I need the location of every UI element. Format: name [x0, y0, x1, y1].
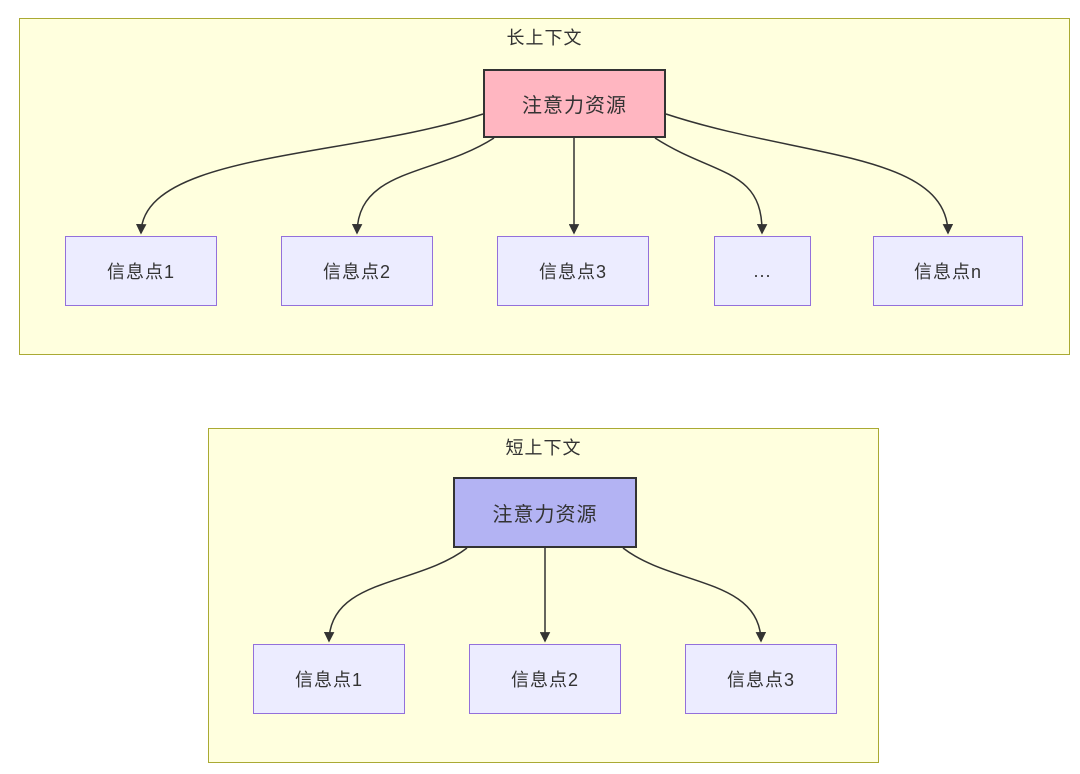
- info-node-long-1: 信息点1: [65, 236, 217, 306]
- info-node-short-1: 信息点1: [253, 644, 405, 714]
- info-node-short-3: 信息点3: [685, 644, 837, 714]
- attention-resource-box-long: 注意力资源: [483, 69, 666, 138]
- info-node-short-2: 信息点2: [469, 644, 621, 714]
- info-node-long-3: 信息点3: [497, 236, 649, 306]
- attention-resource-box-short: 注意力资源: [453, 477, 637, 548]
- panel-long-context-title: 长上下文: [506, 28, 583, 48]
- info-node-long-2: 信息点2: [281, 236, 433, 306]
- panel-short-context-title: 短上下文: [505, 438, 582, 458]
- info-node-long-dots: ...: [714, 236, 811, 306]
- info-node-long-n: 信息点n: [873, 236, 1023, 306]
